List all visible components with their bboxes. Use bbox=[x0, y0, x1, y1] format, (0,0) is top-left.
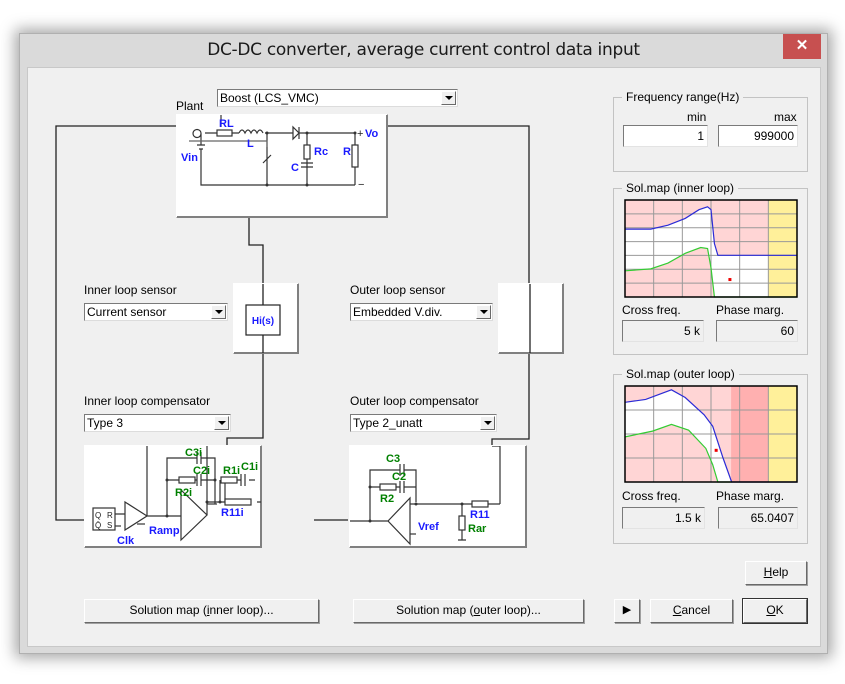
frequency-range-title: Frequency range(Hz) bbox=[622, 90, 744, 104]
outer-solmap-title: Sol.map (outer loop) bbox=[622, 367, 739, 381]
label-Q: Q bbox=[95, 511, 101, 520]
inner-sensor-select[interactable]: Current sensor bbox=[84, 303, 228, 321]
dialog-client-area: Plant Boost (LCS_VMC) bbox=[27, 67, 821, 647]
help-button[interactable]: Help bbox=[745, 561, 807, 585]
ok-button[interactable]: OK bbox=[742, 598, 808, 624]
freq-min-input[interactable]: 1 bbox=[623, 125, 708, 147]
type2-compensator-schematic: C3 C2 R2 Rar R11 Vref bbox=[350, 445, 501, 546]
label-R2: R2 bbox=[380, 493, 394, 505]
upper-boundary-curve bbox=[625, 206, 797, 256]
window-title: DC-DC converter, average current control… bbox=[207, 40, 640, 60]
label-Clk: Clk bbox=[117, 535, 135, 547]
chevron-down-icon[interactable] bbox=[480, 416, 495, 430]
min-label: min bbox=[687, 110, 707, 124]
more-options-button[interactable]: ▶ bbox=[614, 599, 640, 623]
outer-comp-schematic-panel: C3 C2 R2 Rar R11 Vref bbox=[349, 445, 527, 548]
outer-cross-freq-value: 1.5 k bbox=[622, 507, 705, 529]
plant-select[interactable]: Boost (LCS_VMC) bbox=[217, 89, 458, 107]
label-C2i: C2i bbox=[193, 465, 210, 477]
wire-plant-to-outer-loop bbox=[386, 125, 530, 448]
label-L: L bbox=[247, 138, 254, 150]
label-R11: R11 bbox=[470, 509, 490, 521]
chevron-down-icon[interactable] bbox=[441, 91, 456, 105]
label-Rc: Rc bbox=[314, 146, 328, 158]
inner-cross-freq-label: Cross freq. bbox=[622, 303, 681, 317]
cancel-button[interactable]: Cancel bbox=[650, 599, 733, 623]
label-R2i: R2i bbox=[175, 487, 192, 499]
label-S: S bbox=[107, 521, 112, 530]
label-RL: RL bbox=[219, 118, 234, 130]
max-label: max bbox=[774, 110, 797, 124]
outer-sensor-label: Outer loop sensor bbox=[350, 283, 446, 297]
boost-converter-schematic: RL L Vin Rc C R Vo + − bbox=[175, 115, 379, 191]
title-bar[interactable]: DC-DC converter, average current control… bbox=[20, 34, 827, 67]
label-Ramp: Ramp bbox=[149, 525, 180, 537]
label-minus: − bbox=[358, 179, 364, 191]
inner-solmap-title: Sol.map (inner loop) bbox=[622, 181, 739, 195]
outer-sensor-select[interactable]: Embedded V.div. bbox=[350, 303, 493, 321]
operating-point bbox=[714, 448, 718, 452]
freq-max-input[interactable]: 999000 bbox=[718, 125, 798, 147]
solution-map-outer-button[interactable]: Solution map (outer loop)... bbox=[353, 599, 584, 623]
inner-phase-marg-label: Phase marg. bbox=[716, 303, 785, 317]
label-C: C bbox=[291, 162, 299, 174]
plant-label: Plant bbox=[176, 99, 204, 113]
outer-phase-marg-value: 65.0407 bbox=[718, 507, 798, 529]
inner-phase-marg-value: 60 bbox=[716, 320, 798, 342]
inner-sensor-value: Current sensor bbox=[87, 305, 167, 319]
type3-compensator-schematic: C3i C2i R2i R1i C1i R11i Ramp Clk Q R Q̄… bbox=[92, 446, 261, 547]
label-R11i: R11i bbox=[221, 507, 244, 519]
chevron-down-icon[interactable] bbox=[211, 305, 226, 319]
inner-sensor-label: Inner loop sensor bbox=[84, 283, 177, 297]
inner-comp-schematic-panel: C3i C2i R2i R1i C1i R11i Ramp Clk Q R Q̄… bbox=[84, 445, 262, 548]
label-C3: C3 bbox=[386, 453, 400, 465]
outer-phase-marg-label: Phase marg. bbox=[716, 489, 785, 503]
chart-frame bbox=[624, 199, 798, 298]
dialog-window: DC-DC converter, average current control… bbox=[19, 33, 828, 654]
lower-boundary-curve bbox=[624, 246, 797, 298]
label-C2: C2 bbox=[392, 471, 406, 483]
chevron-down-icon[interactable] bbox=[476, 305, 491, 319]
lower-boundary-curve bbox=[624, 423, 732, 483]
outer-comp-value: Type 2_unatt bbox=[353, 416, 423, 430]
outer-comp-label: Outer loop compensator bbox=[350, 394, 479, 408]
label-R: R bbox=[343, 146, 351, 158]
outer-sensor-panel bbox=[498, 283, 564, 354]
inner-solmap-chart[interactable] bbox=[624, 199, 798, 298]
inner-cross-freq-value: 5 k bbox=[622, 320, 704, 342]
chart-frame bbox=[624, 385, 798, 483]
triangle-right-icon: ▶ bbox=[622, 604, 632, 616]
label-plus: + bbox=[357, 128, 363, 140]
label-Qbar: Q̄ bbox=[95, 521, 101, 530]
inner-comp-select[interactable]: Type 3 bbox=[84, 414, 231, 432]
inner-comp-label: Inner loop compensator bbox=[84, 394, 211, 408]
operating-point bbox=[728, 278, 732, 282]
solution-map-inner-button[interactable]: Solution map (inner loop)... bbox=[84, 599, 319, 623]
frequency-range-group: Frequency range(Hz) min max 1 999000 bbox=[613, 90, 808, 172]
close-button[interactable]: ✕ bbox=[783, 34, 821, 59]
outer-solmap-group: Sol.map (outer loop) Cross freq. Phase m… bbox=[613, 367, 808, 544]
plant-select-value: Boost (LCS_VMC) bbox=[220, 91, 319, 105]
inner-solmap-group: Sol.map (inner loop) Cross freq. Phase m… bbox=[613, 181, 808, 355]
label-Vin: Vin bbox=[181, 152, 198, 164]
label-C1i: C1i bbox=[241, 461, 258, 473]
label-R: R bbox=[107, 511, 113, 520]
inner-sensor-panel: Hi(s) bbox=[233, 283, 299, 354]
wire-plant-to-pwm bbox=[55, 125, 176, 521]
yellow-band bbox=[768, 200, 797, 297]
outer-sensor-value: Embedded V.div. bbox=[353, 305, 443, 319]
label-Rar: Rar bbox=[468, 523, 487, 535]
label-Vref: Vref bbox=[418, 521, 439, 533]
label-Vo: Vo bbox=[365, 128, 379, 140]
upper-boundary-curve bbox=[624, 389, 797, 483]
label-C3i: C3i bbox=[185, 447, 202, 459]
outer-solmap-chart[interactable] bbox=[624, 385, 798, 483]
plant-schematic-panel: RL L Vin Rc C R Vo + − bbox=[175, 114, 388, 218]
label-R1i: R1i bbox=[223, 465, 240, 477]
inner-comp-value: Type 3 bbox=[87, 416, 124, 430]
hi-s-block-label: Hi(s) bbox=[252, 316, 274, 327]
outer-cross-freq-label: Cross freq. bbox=[622, 489, 681, 503]
outer-comp-select[interactable]: Type 2_unatt bbox=[350, 414, 497, 432]
chevron-down-icon[interactable] bbox=[214, 416, 229, 430]
